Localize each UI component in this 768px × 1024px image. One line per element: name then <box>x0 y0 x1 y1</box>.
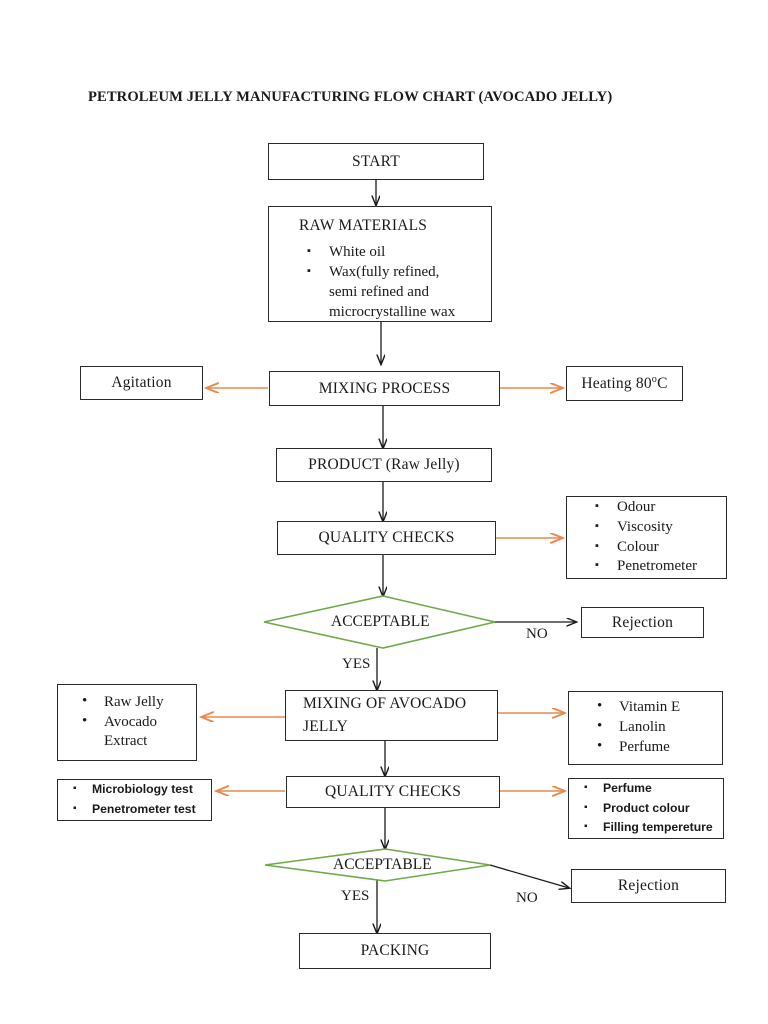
degree-symbol: o <box>651 373 658 385</box>
square-bullet-icon: ▪ <box>73 803 77 814</box>
node-mixing-process-label: MIXING PROCESS <box>318 379 451 397</box>
node-packing[interactable]: PACKING <box>299 933 491 969</box>
node-mixing-process[interactable]: MIXING PROCESS <box>269 371 500 406</box>
list-item: ▪Viscosity <box>595 518 673 535</box>
node-product-raw-jelly-label: PRODUCT (Raw Jelly) <box>308 456 460 473</box>
node-agitation[interactable]: Agitation <box>80 366 203 400</box>
round-bullet-icon: • <box>597 698 603 715</box>
edge-label-no-2: NO <box>516 890 538 906</box>
list-item: ▪Perfume <box>584 780 652 795</box>
node-heating-label: Heating 80oC <box>581 373 668 392</box>
square-bullet-icon: ▪ <box>595 539 599 552</box>
node-quality-checks-2[interactable]: QUALITY CHECKS <box>286 776 500 808</box>
edge-label-yes-1: YES <box>342 656 371 672</box>
list-item: •Avocado Extract <box>82 712 158 750</box>
quality-tests-left-list: ▪Microbiology test ▪Penetrometer test <box>58 780 211 820</box>
page-title: PETROLEUM JELLY MANUFACTURING FLOW CHART… <box>88 89 613 105</box>
raw-materials-list: ▪White oil ▪Wax(fully refined, semi refi… <box>269 243 491 323</box>
node-quality-checks-1-label: QUALITY CHECKS <box>318 529 455 546</box>
node-mixing-avocado[interactable]: MIXING OF AVOCADO JELLY <box>285 690 498 741</box>
list-item: ▪Filling tempereture <box>584 820 713 835</box>
list-item: ▪Penetrometer test <box>73 802 196 816</box>
quality-params-2-list: ▪Perfume ▪Product colour ▪Filling temper… <box>569 779 723 838</box>
node-product-raw-jelly[interactable]: PRODUCT (Raw Jelly) <box>276 448 492 482</box>
square-bullet-icon: ▪ <box>307 264 311 277</box>
node-mixing-avocado-label: MIXING OF AVOCADO JELLY <box>303 695 467 735</box>
node-raw-materials[interactable]: RAW MATERIALS ▪White oil ▪Wax(fully refi… <box>268 206 492 322</box>
square-bullet-icon: ▪ <box>584 821 588 833</box>
decision-1-label: ACCEPTABLE <box>331 613 430 630</box>
quality-params-1-list: ▪Odour ▪Viscosity ▪Colour ▪Penetrometer <box>567 498 726 578</box>
node-quality-checks-1[interactable]: QUALITY CHECKS <box>277 521 496 555</box>
round-bullet-icon: • <box>82 692 88 709</box>
edge-no-2-to-rejection <box>489 864 569 888</box>
list-item: •Raw Jelly <box>82 692 164 710</box>
list-item: ▪Microbiology test <box>73 782 193 797</box>
edge-label-yes-2: YES <box>341 888 370 904</box>
list-item: ▪Penetrometer <box>595 558 697 575</box>
round-bullet-icon: • <box>597 718 603 735</box>
node-agitation-label: Agitation <box>111 374 172 391</box>
decision-2-label: ACCEPTABLE <box>333 856 432 873</box>
node-start[interactable]: START <box>268 143 484 180</box>
square-bullet-icon: ▪ <box>584 781 588 793</box>
square-bullet-icon: ▪ <box>584 801 588 813</box>
square-bullet-icon: ▪ <box>73 783 77 795</box>
node-packing-label: PACKING <box>360 942 430 959</box>
node-inputs-avocado[interactable]: •Raw Jelly •Avocado Extract <box>57 684 197 761</box>
list-item: ▪Wax(fully refined, semi refined and mic… <box>307 263 456 320</box>
list-item: •Lanolin <box>597 718 666 736</box>
list-item: •Vitamin E <box>597 698 681 716</box>
edge-label-no-1: NO <box>526 626 548 642</box>
list-item: ▪White oil <box>307 244 386 260</box>
square-bullet-icon: ▪ <box>595 519 599 532</box>
list-item: ▪Odour <box>595 498 656 515</box>
node-quality-params-1[interactable]: ▪Odour ▪Viscosity ▪Colour ▪Penetrometer <box>566 496 727 579</box>
list-item: •Perfume <box>597 737 670 755</box>
node-quality-params-2[interactable]: ▪Perfume ▪Product colour ▪Filling temper… <box>568 778 724 839</box>
node-quality-checks-2-label: QUALITY CHECKS <box>324 783 462 800</box>
list-item: ▪Product colour <box>584 800 690 815</box>
node-rejection-2-label: Rejection <box>617 877 680 894</box>
node-quality-tests-left[interactable]: ▪Microbiology test ▪Penetrometer test <box>57 779 212 821</box>
node-heating[interactable]: Heating 80oC <box>566 366 683 401</box>
square-bullet-icon: ▪ <box>595 559 599 572</box>
square-bullet-icon: ▪ <box>307 245 311 257</box>
square-bullet-icon: ▪ <box>595 499 599 512</box>
node-rejection-2[interactable]: Rejection <box>571 869 726 903</box>
inputs-avocado-list: •Raw Jelly •Avocado Extract <box>58 693 196 753</box>
node-rejection-1[interactable]: Rejection <box>581 607 704 638</box>
list-item: ▪Colour <box>595 538 659 555</box>
round-bullet-icon: • <box>82 712 88 729</box>
node-start-label: START <box>352 152 400 170</box>
additives-avocado-list: •Vitamin E •Lanolin •Perfume <box>569 698 722 758</box>
node-raw-materials-label: RAW MATERIALS <box>299 217 428 234</box>
round-bullet-icon: • <box>597 737 603 754</box>
node-additives-avocado[interactable]: •Vitamin E •Lanolin •Perfume <box>568 691 723 765</box>
node-rejection-1-label: Rejection <box>611 613 674 631</box>
